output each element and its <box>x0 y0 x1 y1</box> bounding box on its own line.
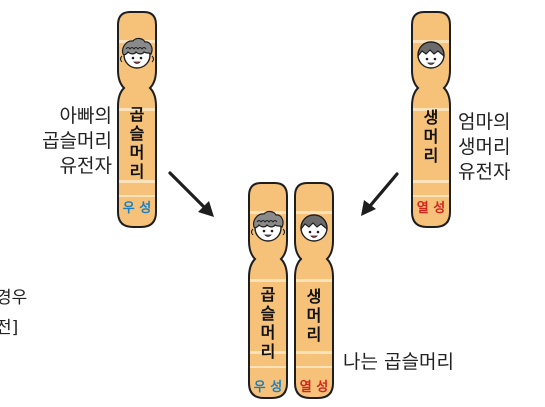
father-allele-badge: 우 성 <box>122 201 152 216</box>
partial-line: 경우 <box>0 288 28 308</box>
child-right-allele-badge: 열 성 <box>299 380 329 395</box>
straight-hair-face-icon <box>300 214 328 242</box>
arrow-icon <box>168 171 214 217</box>
child-left-gene-label: 곱 슬 머 리 <box>260 285 276 361</box>
father-caption-line: 곱슬머리 <box>42 130 112 152</box>
father-caption-line: 유전자 <box>59 155 112 177</box>
mother-gene-caption: 엄마의 생머리 유전자 <box>458 110 544 185</box>
father-gene-label: 곱 슬 머 리 <box>129 105 145 181</box>
child-left-allele-badge: 우 성 <box>253 380 283 395</box>
partial-text-left: 경우 전] <box>0 283 56 343</box>
straight-hair-face-icon <box>417 41 445 69</box>
partial-line: 전] <box>0 318 19 338</box>
mother-caption-line: 유전자 <box>458 161 511 183</box>
mother-caption-line: 엄마의 <box>458 111 511 133</box>
father-caption-line: 아빠의 <box>59 105 112 127</box>
child-right-gene-label: 생 머 리 <box>306 287 322 344</box>
arrow-icon <box>361 172 399 216</box>
mother-gene-label: 생 머 리 <box>423 108 439 165</box>
mother-caption-line: 생머리 <box>458 136 511 158</box>
mother-allele-badge: 열 성 <box>416 201 446 216</box>
result-caption: 나는 곱슬머리 <box>343 351 454 373</box>
father-gene-caption: 아빠의 곱슬머리 유전자 <box>8 104 112 179</box>
